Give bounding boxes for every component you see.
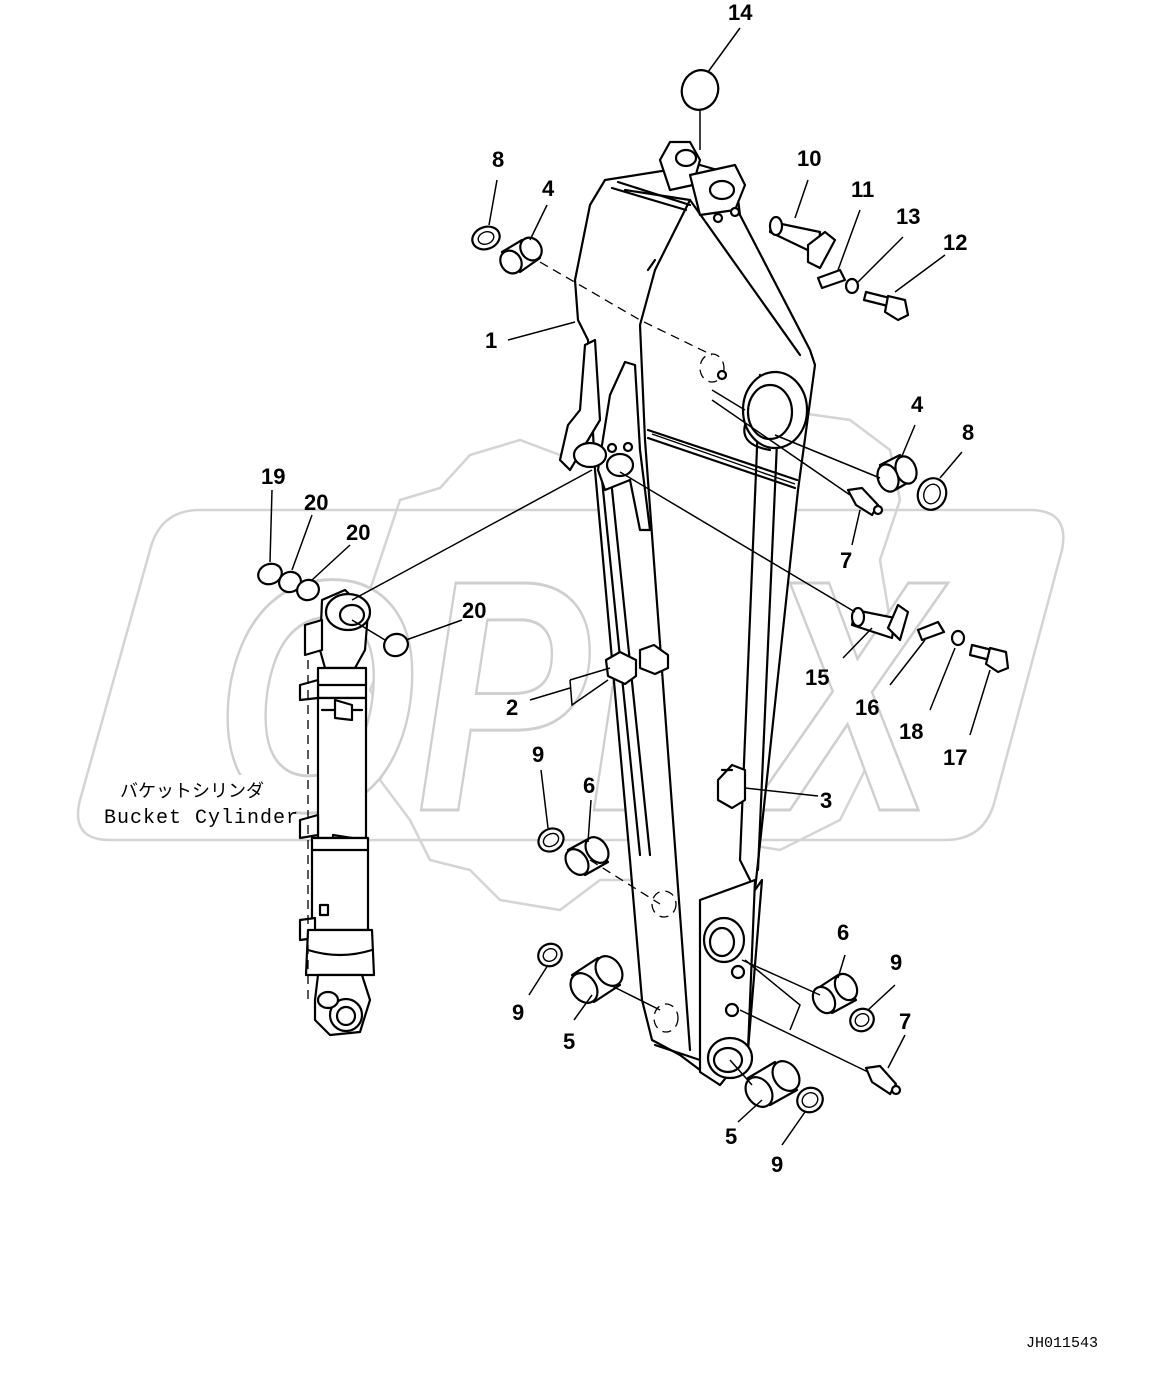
callout-leaders — [269, 27, 991, 1146]
part-seal-9-d — [796, 1086, 824, 1114]
callout-3: 3 — [820, 788, 832, 813]
callout-4-upper: 4 — [542, 176, 555, 201]
callout-6-a: 6 — [583, 773, 595, 798]
part-pin-10 — [768, 215, 837, 270]
callout-8-lower: 8 — [962, 420, 974, 445]
callout-10: 10 — [797, 146, 821, 171]
callout-1: 1 — [485, 328, 497, 353]
callout-18: 18 — [899, 719, 923, 744]
cylinder-label-jp: バケットシリンダ — [120, 781, 264, 802]
drawing-code: JH011543 — [1026, 1335, 1098, 1352]
callout-9-c: 9 — [890, 950, 902, 975]
callout-14: 14 — [728, 0, 753, 25]
callout-11: 11 — [851, 177, 874, 202]
part-bushing-6-a — [564, 836, 610, 877]
callout-20-c: 20 — [462, 598, 486, 623]
assembly-lines — [351, 110, 881, 1086]
callout-4-lower: 4 — [911, 392, 924, 417]
part-grease-fitting-7-lower — [864, 1064, 902, 1096]
part-washer-18 — [950, 629, 966, 647]
callout-19: 19 — [261, 464, 285, 489]
callouts: 14 8 4 10 11 13 12 1 4 8 7 19 20 20 20 1… — [261, 0, 974, 1177]
callout-9-b: 9 — [512, 1000, 524, 1025]
callout-9-d: 9 — [771, 1152, 783, 1177]
callout-5-a: 5 — [563, 1029, 575, 1054]
part-plate-16 — [916, 620, 946, 642]
part-bushing-5-b — [744, 1060, 801, 1108]
bucket-cylinder — [298, 588, 376, 1037]
callout-17: 17 — [943, 745, 967, 770]
cylinder-label-en: Bucket Cylinder — [104, 807, 299, 830]
callout-6-b: 6 — [837, 920, 849, 945]
part-pin-15 — [850, 603, 910, 642]
part-seal-8-lower — [916, 477, 948, 511]
callout-20-a: 20 — [304, 490, 328, 515]
part-washer-13 — [844, 277, 860, 295]
part-plate-11 — [816, 268, 847, 290]
callout-15: 15 — [805, 665, 829, 690]
callout-2: 2 — [506, 695, 518, 720]
callout-7-upper: 7 — [840, 548, 852, 573]
part-bushing-6-b — [811, 972, 859, 1015]
part-bushing-4-lower — [876, 453, 918, 493]
callout-13: 13 — [896, 204, 920, 229]
callout-5-b: 5 — [725, 1124, 737, 1149]
arm-body — [558, 140, 817, 1087]
watermark-logo: OPEX — [76, 408, 1065, 912]
callout-20-b: 20 — [346, 520, 370, 545]
part-seal-9-c — [849, 1007, 875, 1033]
part-bolt-12 — [862, 290, 910, 322]
callout-8-upper: 8 — [492, 147, 504, 172]
part-seal-9-a — [537, 827, 565, 853]
part-bushing-5-a — [569, 955, 624, 1004]
callout-9-a: 9 — [532, 742, 544, 767]
callout-12: 12 — [943, 230, 967, 255]
callout-16: 16 — [855, 695, 879, 720]
part-bushing-4-upper — [499, 236, 543, 275]
part-bolt-17 — [968, 643, 1010, 674]
part-grease-fitting-7-upper — [846, 486, 884, 517]
cylinder-label: バケットシリンダ Bucket Cylinder — [100, 775, 299, 831]
callout-7-lower: 7 — [899, 1009, 911, 1034]
part-washer-14 — [680, 69, 720, 111]
part-seal-9-b — [537, 942, 563, 968]
part-seal-8-upper — [471, 225, 501, 251]
part-shims-19-20 — [257, 562, 409, 658]
